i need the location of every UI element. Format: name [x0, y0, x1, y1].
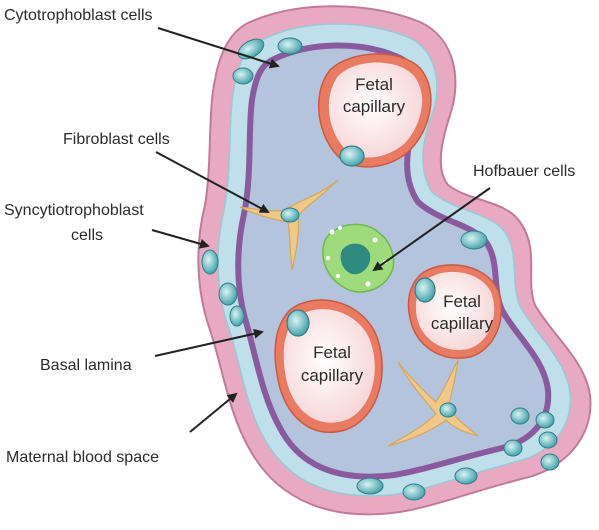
label-cytotrophoblast: Cytotrophoblast cells — [4, 7, 153, 24]
hofbauer-cell — [322, 223, 395, 293]
label-fibroblast: Fibroblast cells — [63, 131, 170, 148]
fibroblast-cell-upper — [239, 179, 339, 271]
label-syncytiotrophoblast-line2: cells — [71, 227, 103, 244]
arrow-fibroblast — [155, 151, 270, 213]
fibroblast-cell-lower — [387, 359, 479, 447]
label-maternal-blood: Maternal blood space — [6, 449, 159, 466]
label-basal-lamina: Basal lamina — [40, 357, 132, 374]
label-syncytiotrophoblast: Syncytiotrophoblast — [4, 202, 144, 219]
arrow-syncytiotrophoblast — [151, 229, 210, 249]
cytotrophoblast-nuclei — [201, 37, 560, 501]
arrow-basal-lamina — [154, 328, 264, 357]
arrow-hofbauer — [372, 187, 491, 272]
arrow-maternal-blood — [189, 392, 238, 433]
label-hofbauer: Hofbauer cells — [473, 163, 575, 180]
arrow-cytotrophoblast — [157, 27, 280, 69]
pointer-arrows — [151, 27, 491, 433]
